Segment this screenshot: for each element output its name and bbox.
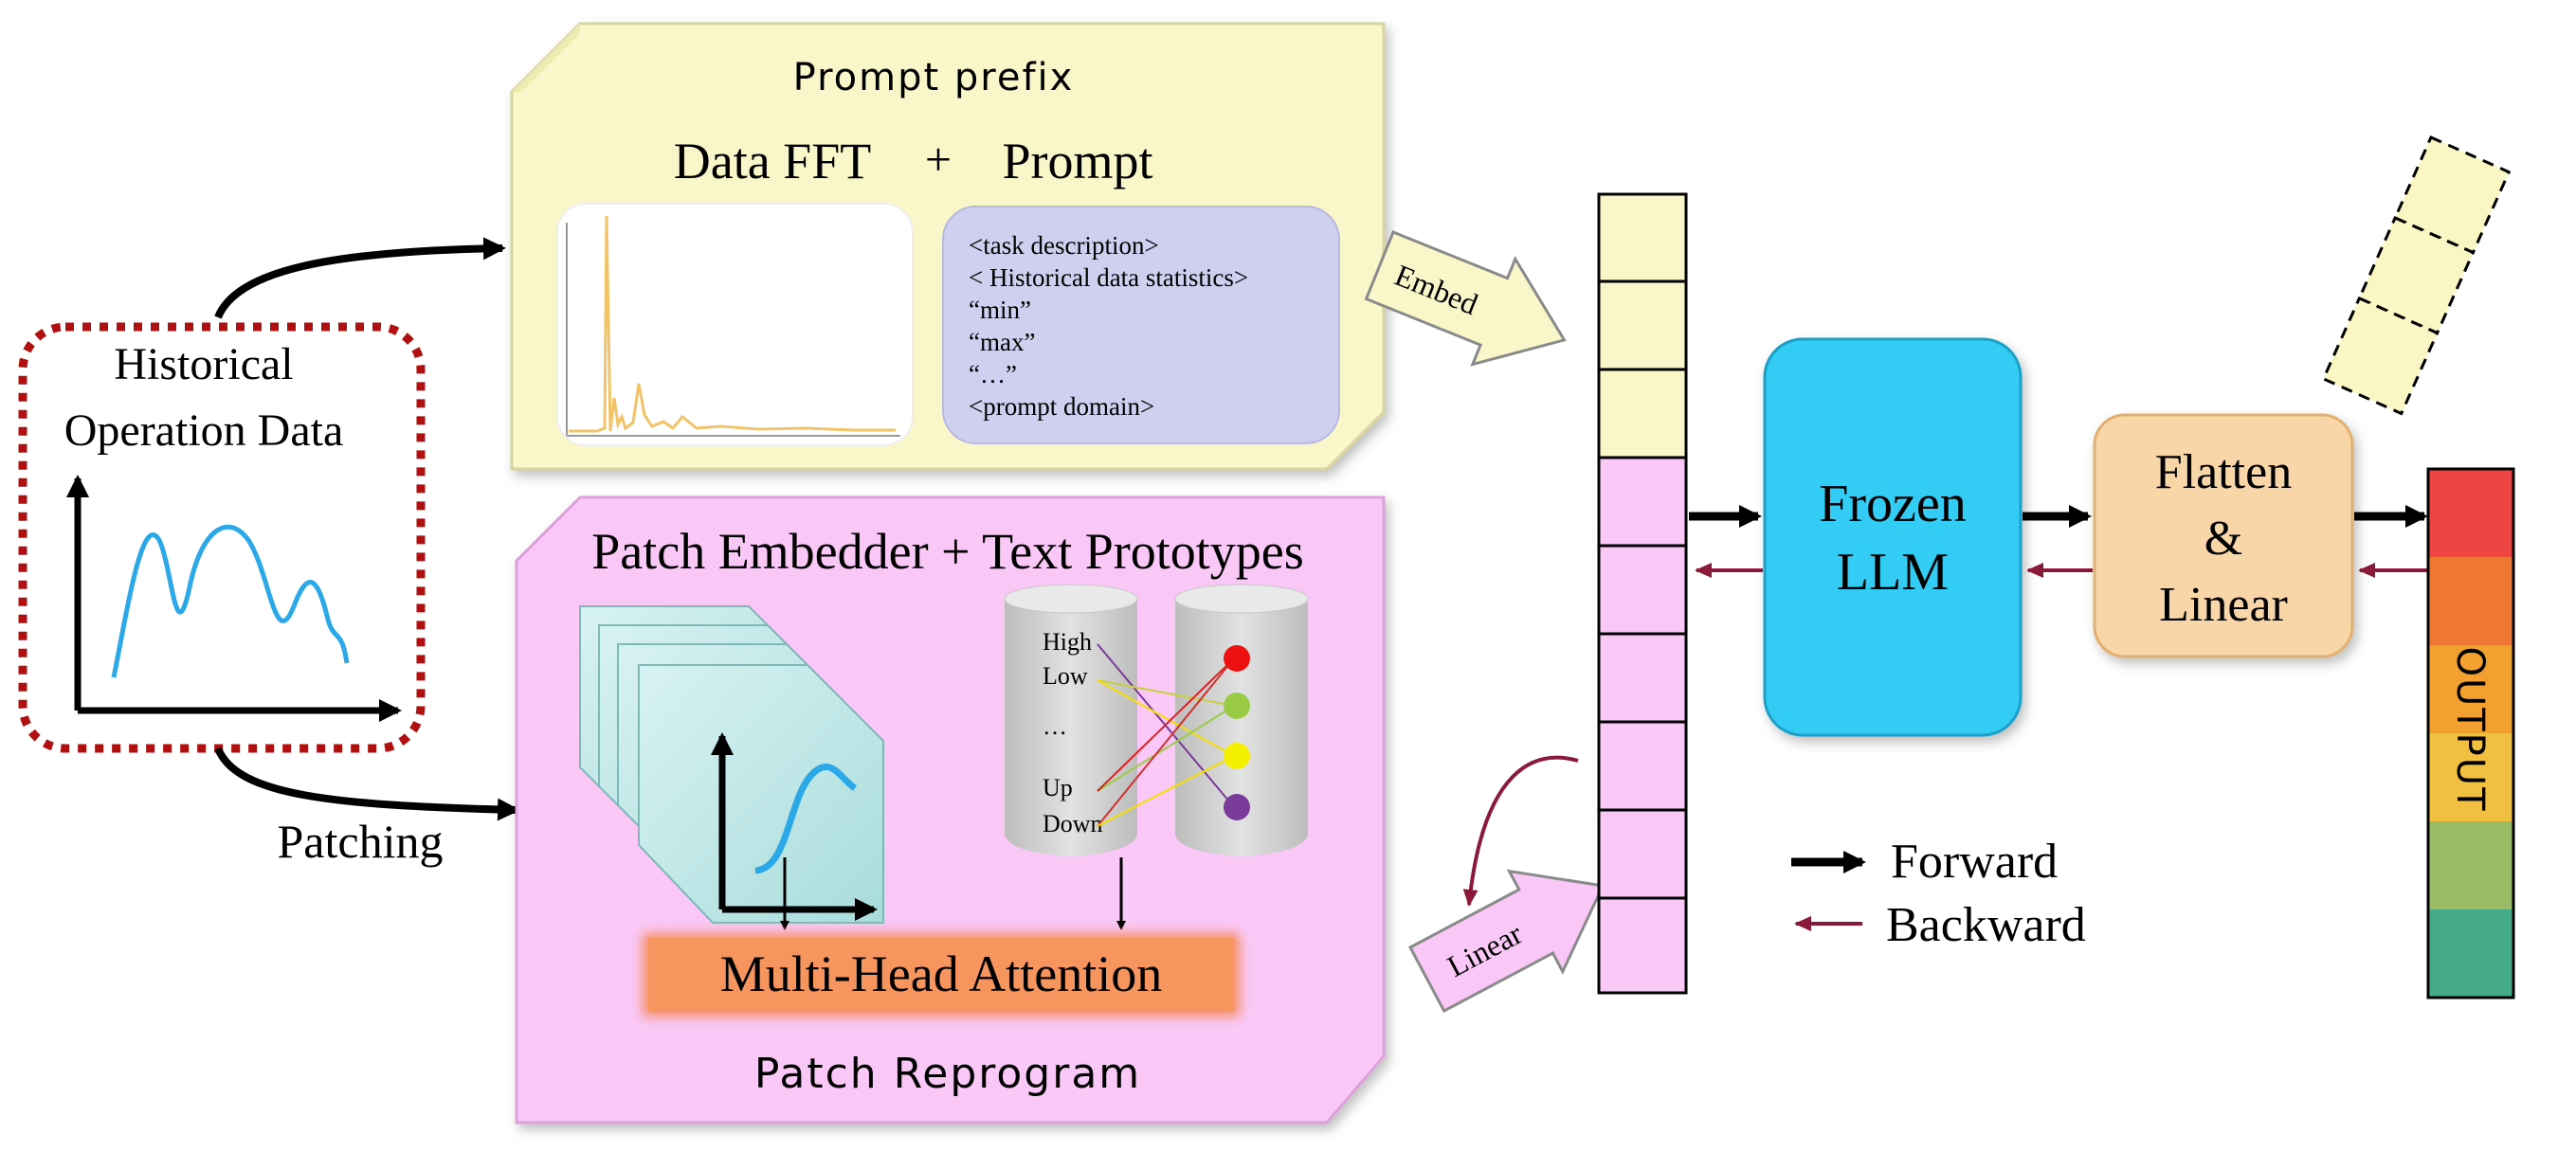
prototype-down: Down [1043,810,1103,837]
prompt-line-4: “max” [969,328,1035,356]
prototype-dot-green [1224,693,1250,719]
flatten-label-line2: & [2204,512,2242,566]
backward-curved-arrow [1462,755,1579,907]
data-fft-label: Data FFT [674,133,872,189]
historical-series-line [111,524,350,678]
frozen-llm-block [1763,337,2023,737]
flatten-linear-block [2093,413,2354,658]
dashed-output-tokens [2321,135,2512,416]
patching-arrow [214,747,520,821]
prompt-label: Prompt [1002,133,1152,189]
prototype-high: High [1043,628,1092,656]
legend: Forward Backward [1791,835,2086,952]
linear-arrow: Linear [1407,869,1605,1014]
prototype-dot-purple [1224,794,1250,820]
output-column [2426,467,2515,999]
prompt-text-card: <task description> < Historical data sta… [942,206,1340,444]
flatten-label-line1: Flatten [2155,445,2292,499]
historical-data-box: Historical Operation Data [18,322,426,753]
prompt-line-1: <task description> [969,231,1159,260]
prototype-dot-red [1224,645,1250,672]
prompt-line-6: <prompt domain> [969,392,1154,421]
prototype-ellipsis: … [1043,712,1067,740]
prototype-up: Up [1043,774,1073,801]
prototype-dot-yellow [1224,743,1250,769]
flatten-label-line3: Linear [2159,578,2288,632]
multi-head-attention-block [643,933,1240,1017]
legend-forward-label: Forward [1891,835,2058,889]
to-prompt-arrow [214,237,506,319]
llm-label-line2: LLM [1837,543,1949,602]
fft-series-line [569,215,896,433]
llm-label-line1: Frozen [1819,475,1967,533]
patch-reprogram-title: Patch Embedder + Text Prototypes [591,523,1304,580]
output-label: OUTPUT [2448,646,2492,812]
patching-label: Patching [278,815,444,868]
prompt-line-3: “min” [969,296,1031,324]
prompt-line-5: “…” [969,360,1017,388]
embed-arrow: Embed [1364,230,1567,367]
prototype-low: Low [1043,662,1088,690]
historical-title-line1: Historical [114,339,293,389]
prototype-mapping-lines [1097,643,1235,827]
prompt-prefix-title: Prompt prefix [793,56,1075,99]
multi-head-attention-label: Multi-Head Attention [720,945,1162,1002]
token-column [1597,192,1688,995]
historical-title-line2: Operation Data [64,405,344,456]
text-prototype-cylinders [1004,584,1309,856]
legend-backward-label: Backward [1886,898,2086,952]
plus-sign: + [925,133,952,186]
prompt-line-2: < Historical data statistics> [969,263,1248,292]
fft-plot-card [556,203,914,446]
patch-embedder-stack [579,605,884,924]
patch-reprogram-footer: Patch Reprogram [754,1050,1141,1098]
